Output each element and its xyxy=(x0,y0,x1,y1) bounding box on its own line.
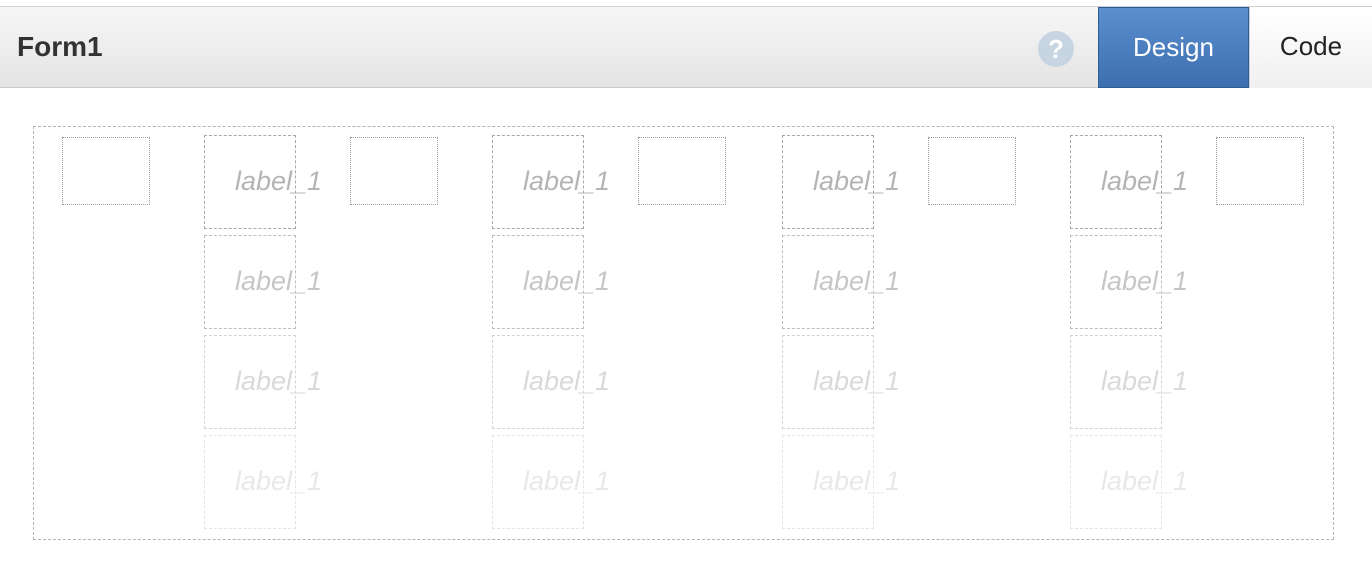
label-text: label_1 xyxy=(813,166,901,196)
label-text: label_1 xyxy=(235,266,323,296)
label-text: label_1 xyxy=(523,166,611,196)
label-text: label_1 xyxy=(813,466,901,496)
label-cell[interactable]: label_1 xyxy=(204,435,322,529)
label-cell[interactable]: label_1 xyxy=(492,235,610,329)
label-text: label_1 xyxy=(523,266,611,296)
label-cell[interactable]: label_1 xyxy=(204,135,322,229)
empty-drop-slot[interactable] xyxy=(928,137,1016,205)
code-tab-button[interactable]: Code xyxy=(1249,7,1372,88)
empty-drop-slot[interactable] xyxy=(1216,137,1304,205)
label-text: label_1 xyxy=(523,466,611,496)
label-cell[interactable]: label_1 xyxy=(782,435,900,529)
label-cell[interactable]: label_1 xyxy=(1070,235,1188,329)
help-icon[interactable]: ? xyxy=(1038,31,1074,67)
form-toolbar: Form1 ? Design Code xyxy=(0,6,1372,88)
empty-drop-slot[interactable] xyxy=(638,137,726,205)
label-text: label_1 xyxy=(235,366,323,396)
label-cell[interactable]: label_1 xyxy=(1070,435,1188,529)
top-strip xyxy=(0,0,1372,6)
empty-drop-slot[interactable] xyxy=(350,137,438,205)
label-cell[interactable]: label_1 xyxy=(492,335,610,429)
label-cell[interactable]: label_1 xyxy=(204,335,322,429)
label-cell[interactable]: label_1 xyxy=(782,235,900,329)
label-cell[interactable]: label_1 xyxy=(1070,135,1188,229)
label-cell[interactable]: label_1 xyxy=(782,135,900,229)
label-cell[interactable]: label_1 xyxy=(204,235,322,329)
label-cell[interactable]: label_1 xyxy=(492,135,610,229)
label-text: label_1 xyxy=(1101,266,1189,296)
label-cell[interactable]: label_1 xyxy=(782,335,900,429)
design-tab-button[interactable]: Design xyxy=(1098,7,1249,88)
form-design-canvas[interactable]: label_1 label_1 label_1 label_1 label_1 … xyxy=(33,126,1334,540)
form-title: Form1 xyxy=(17,31,103,62)
label-text: label_1 xyxy=(1101,466,1189,496)
label-text: label_1 xyxy=(813,266,901,296)
label-text: label_1 xyxy=(813,366,901,396)
label-cell[interactable]: label_1 xyxy=(1070,335,1188,429)
label-text: label_1 xyxy=(235,166,323,196)
label-cell[interactable]: label_1 xyxy=(492,435,610,529)
label-text: label_1 xyxy=(523,366,611,396)
empty-drop-slot[interactable] xyxy=(62,137,150,205)
label-text: label_1 xyxy=(235,466,323,496)
label-text: label_1 xyxy=(1101,366,1189,396)
label-text: label_1 xyxy=(1101,166,1189,196)
